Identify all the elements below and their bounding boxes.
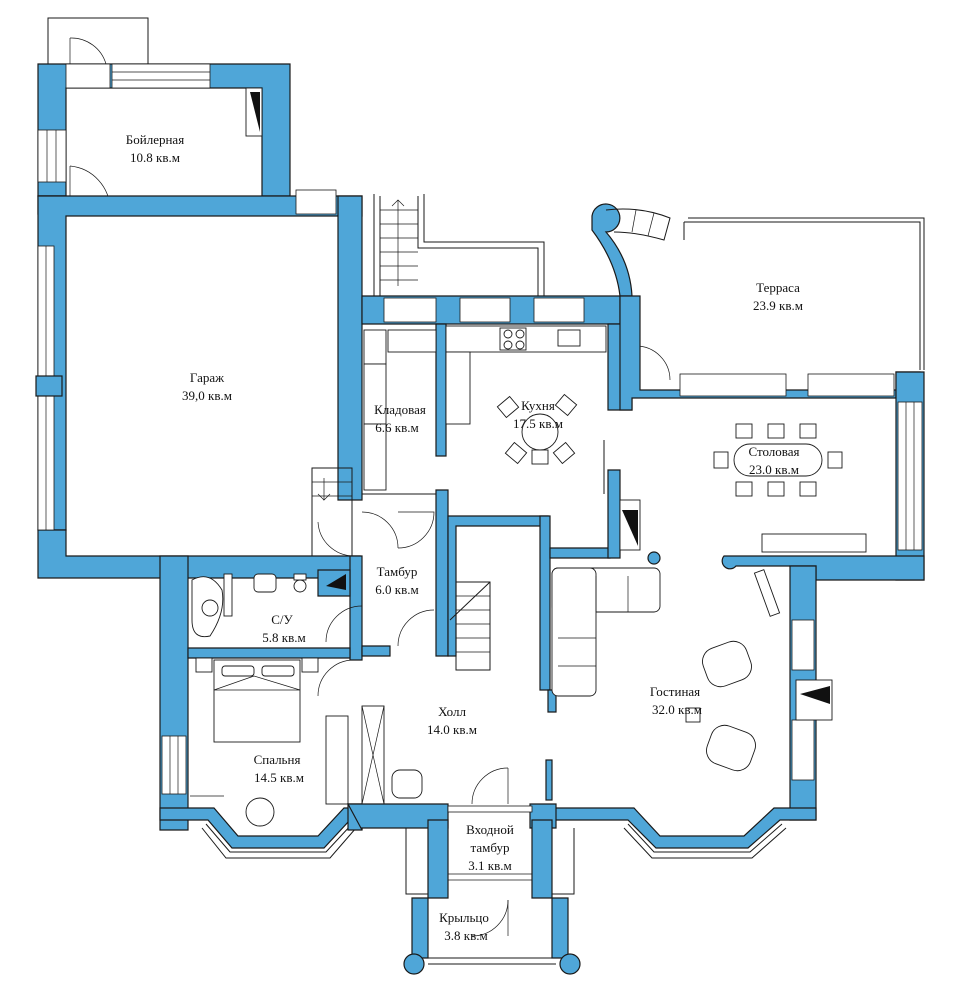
bedroom: [159, 657, 363, 859]
hall: [346, 705, 557, 831]
kitchen-label: Кухня: [521, 398, 555, 413]
entrance-label: Входной: [466, 822, 514, 837]
kitchen: [445, 325, 607, 494]
dining-label: Столовая: [748, 444, 799, 459]
room-labels: Бойлерная 10.8 кв.м Гараж 39,0 кв.м Клад…: [126, 132, 803, 943]
entrance-area: 3.1 кв.м: [468, 858, 511, 873]
central-walls: [311, 195, 661, 713]
vestibule-area: 6.0 кв.м: [375, 582, 418, 597]
terrace-label: Терраса: [756, 280, 800, 295]
terrace: [591, 203, 925, 381]
entrance: [403, 805, 581, 975]
bedroom-area: 14.5 кв.м: [254, 770, 304, 785]
living-area: 32.0 кв.м: [652, 702, 702, 717]
porch-area: 3.8 кв.м: [444, 928, 487, 943]
entrance-label-2: тамбур: [471, 840, 510, 855]
storage-area: 6.6 кв.м: [375, 420, 418, 435]
terrace-area: 23.9 кв.м: [753, 298, 803, 313]
kitchen-area: 17.5 кв.м: [513, 416, 563, 431]
living-room: [546, 565, 833, 859]
bedroom-label: Спальня: [254, 752, 301, 767]
dining-room: [619, 295, 925, 581]
dining-area: 23.0 кв.м: [749, 462, 799, 477]
garage-label: Гараж: [190, 370, 225, 385]
storage-label: Кладовая: [374, 402, 426, 417]
boiler-area: 10.8 кв.м: [130, 150, 180, 165]
hall-label: Холл: [438, 704, 466, 719]
living-label: Гостиная: [650, 684, 700, 699]
storage: [363, 329, 437, 491]
bathroom: [159, 555, 351, 831]
upper-stairs: [373, 194, 545, 297]
bathroom-label: С/У: [271, 612, 293, 627]
garage-area: 39,0 кв.м: [182, 388, 232, 403]
vestibule-label: Тамбур: [377, 564, 418, 579]
boiler-room: [37, 17, 291, 215]
hall-area: 14.0 кв.м: [427, 722, 477, 737]
porch-label: Крыльцо: [439, 910, 489, 925]
boiler-label: Бойлерная: [126, 132, 184, 147]
bathroom-area: 5.8 кв.м: [262, 630, 305, 645]
